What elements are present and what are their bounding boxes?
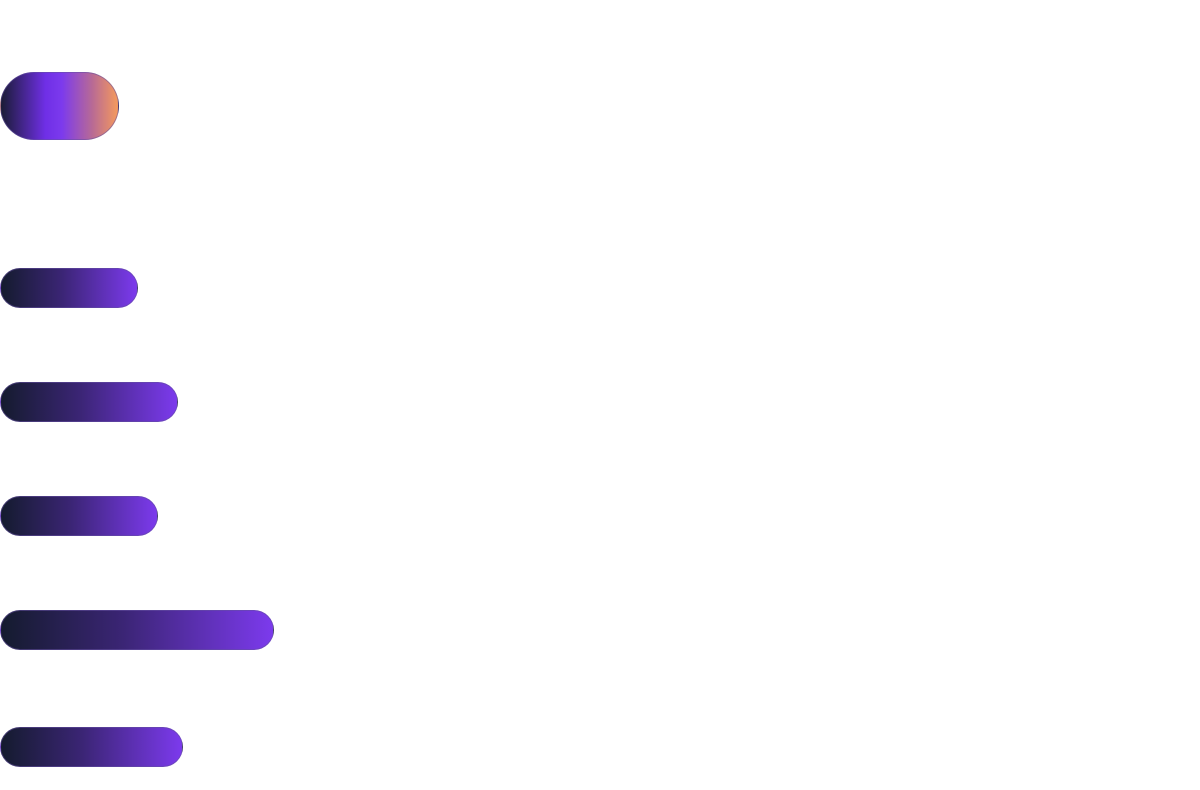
pill-item-3[interactable] [0,496,158,536]
primary-pill-button[interactable] [0,72,119,140]
pill-item-1[interactable] [0,268,138,308]
pill-item-5[interactable] [0,727,183,767]
pill-item-4[interactable] [0,610,274,650]
pill-item-2[interactable] [0,382,178,422]
